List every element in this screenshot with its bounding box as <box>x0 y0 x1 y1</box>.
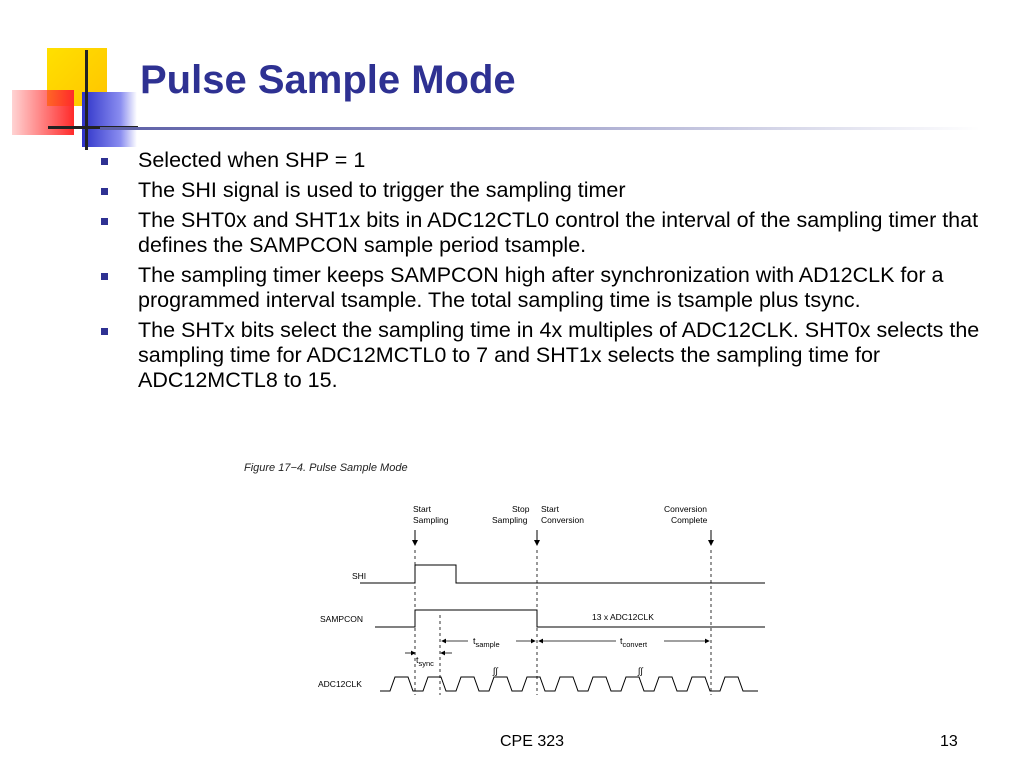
bullet-marker <box>101 218 108 225</box>
label-mask <box>468 635 516 649</box>
event-guides <box>414 550 712 695</box>
bullet-text: Selected when SHP = 1 <box>138 148 366 172</box>
timing-diagram: Figure 17−4. Pulse Sample Mode Start Sam… <box>244 462 765 695</box>
bullet-item: The SHT0x and SHT1x bits in ADC12CTL0 co… <box>96 208 1006 258</box>
bullet-marker <box>101 328 108 335</box>
event-label: Stop <box>512 504 530 514</box>
bullet-marker <box>101 158 108 165</box>
event-label: Conversion <box>541 515 584 525</box>
bullet-item: Selected when SHP = 1 <box>96 148 1006 173</box>
deco-vertical-line <box>85 50 88 150</box>
bullet-text: The SHTx bits select the sampling time i… <box>138 318 980 392</box>
deco-blue-square <box>82 92 137 147</box>
signal-label-shi: SHI <box>352 571 366 581</box>
t-sample-label: tsample <box>473 636 500 649</box>
bullet-text: The SHI signal is used to trigger the sa… <box>138 178 626 202</box>
event-label: Sampling <box>413 515 449 525</box>
t-convert-label: tconvert <box>620 636 648 649</box>
bullet-list: Selected when SHP = 1 The SHI signal is … <box>96 148 1006 398</box>
conversion-cycles-label: 13 x ADC12CLK <box>592 612 654 622</box>
signal-label-sampcon: SAMPCON <box>320 614 363 624</box>
bullet-text: The sampling timer keeps SAMPCON high af… <box>138 263 944 312</box>
slide-title: Pulse Sample Mode <box>140 58 516 102</box>
event-label: Complete <box>671 515 708 525</box>
t-sync-label: tsync <box>416 655 434 668</box>
signal-label-adc12clk: ADC12CLK <box>318 679 362 689</box>
bullet-item: The SHTx bits select the sampling time i… <box>96 318 1006 393</box>
bullet-marker <box>101 273 108 280</box>
shi-waveform <box>360 564 765 584</box>
event-label: Sampling <box>492 515 528 525</box>
deco-horizontal-line <box>48 126 138 129</box>
clock-break-mark: ∫∫ <box>492 666 499 676</box>
sampcon-waveform <box>375 609 765 628</box>
figure-caption: Figure 17−4. Pulse Sample Mode <box>244 462 408 474</box>
event-arrows <box>412 530 714 546</box>
event-label: Start <box>541 504 560 514</box>
bullet-item: The sampling timer keeps SAMPCON high af… <box>96 263 1006 313</box>
bullet-text: The SHT0x and SHT1x bits in ADC12CTL0 co… <box>138 208 979 257</box>
event-label: Start <box>413 504 432 514</box>
bullet-item: The SHI signal is used to trigger the sa… <box>96 178 1006 203</box>
adc12clk-waveform <box>380 676 758 692</box>
timing-diagram-figure: Figure 17−4. Pulse Sample Mode Start Sam… <box>240 455 780 705</box>
event-label: Conversion <box>664 504 707 514</box>
bullet-marker <box>101 188 108 195</box>
title-underline <box>100 127 980 130</box>
label-mask <box>616 635 664 649</box>
clock-break-mark: ∫∫ <box>637 666 644 676</box>
corner-decoration <box>0 40 150 160</box>
footer-course: CPE 323 <box>500 733 565 750</box>
page-number: 13 <box>940 733 958 750</box>
